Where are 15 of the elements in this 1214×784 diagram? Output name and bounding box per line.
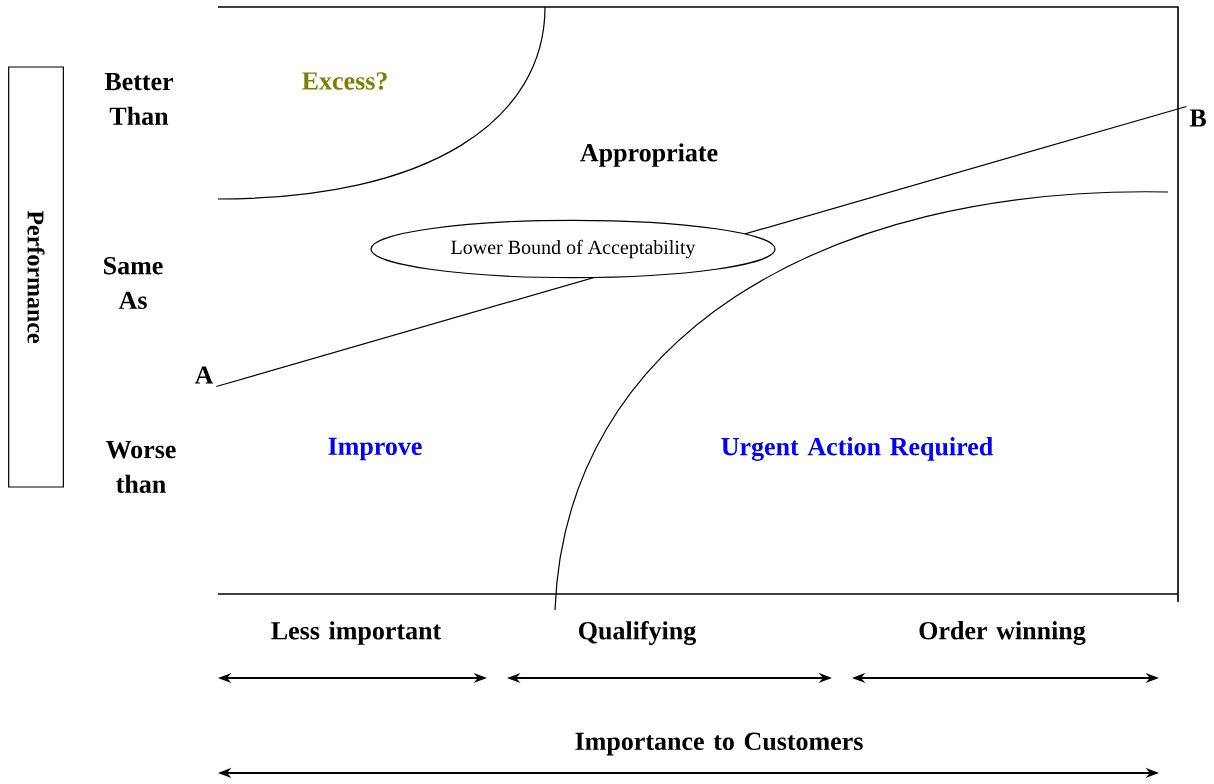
endpoint-label: B xyxy=(1189,109,1206,127)
category-label: Order winning xyxy=(919,621,1086,645)
axis-title-box: Performance xyxy=(8,66,64,488)
endpoint-label: A xyxy=(194,366,214,384)
axis-label: Worse than xyxy=(106,441,176,493)
axis-title: Importance to Customers xyxy=(575,732,863,756)
edge-label: Lower Bound of Acceptability xyxy=(370,219,776,279)
region-label: Improve xyxy=(328,437,422,461)
axis-label: Same As xyxy=(104,256,163,310)
category-label: Less important xyxy=(271,621,442,645)
category-label: Qualifying xyxy=(579,621,696,645)
axis-label: Better Than xyxy=(104,73,174,125)
region-label: Excess? xyxy=(302,72,387,90)
region-label: Urgent Action Required xyxy=(721,437,993,461)
region-label: Appropriate xyxy=(580,143,718,167)
